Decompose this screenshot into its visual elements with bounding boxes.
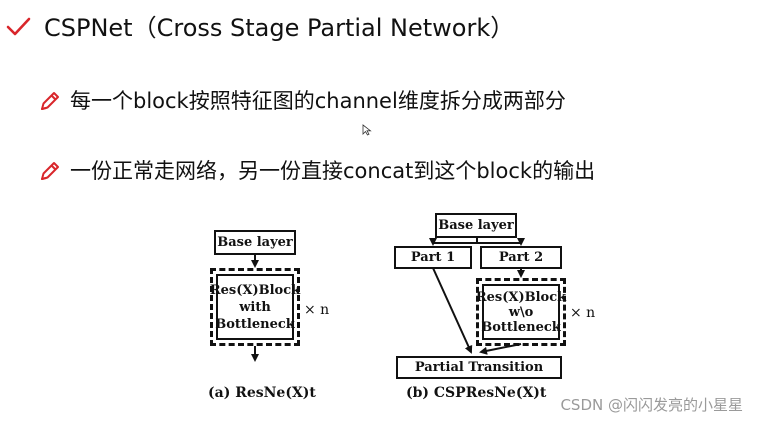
csdn-watermark: CSDN @闪闪发亮的小星星 (560, 396, 743, 414)
diagram-b-res-block: Res(X)Block w\o Bottleneck (476, 284, 566, 340)
diagram-b-part2: Part 2 (480, 246, 562, 269)
diagram-b-transition-label: Partial Transition (414, 360, 544, 375)
slide-title: CSPNet（Cross Stage Partial Network） (44, 14, 515, 42)
diagram-a-block-line1: Res(X)Block (209, 282, 301, 298)
bullet-text-1: 每一个block按照特征图的channel维度拆分成两部分 (70, 89, 566, 113)
diagram-b-dashed-group (476, 278, 566, 346)
diagram-a-res-block: Res(X)Block with Bottleneck (210, 274, 300, 340)
diagram-a-block-line2: with (239, 299, 271, 315)
diagram-b-block-line1: Res(X)Block (475, 289, 567, 305)
diagram-b-base-label: Base layer (438, 218, 514, 233)
diagram-b-partial-transition: Partial Transition (396, 356, 562, 379)
diagram-a-block-line3: Bottleneck (215, 316, 295, 332)
diagram-a-base-layer: Base layer (214, 230, 296, 255)
diagram-b-part2-label: Part 2 (498, 250, 544, 265)
diagram-b-base-layer: Base layer (435, 213, 517, 238)
diagram-a-caption: (a) ResNe(X)t (208, 385, 316, 401)
diagram-b-repeat: × n (570, 305, 596, 321)
diagram-b-block-line3: Bottleneck (481, 319, 561, 335)
pencil-icon (41, 92, 59, 110)
diagram-b-caption: (b) CSPResNe(X)t (406, 385, 547, 401)
bullet-text-2: 一份正常走网络，另一份直接concat到这个block的输出 (70, 159, 596, 183)
pencil-icon (41, 162, 59, 180)
cursor-icon (362, 124, 372, 136)
diagram-b-block-line2: w\o (508, 304, 534, 320)
diagram-a-base-label: Base layer (217, 235, 293, 250)
diagram-b-part1: Part 1 (394, 246, 472, 269)
diagram-a-repeat: × n (304, 302, 330, 318)
checkmark-icon (6, 17, 31, 36)
diagram-b-part1-label: Part 1 (410, 250, 456, 265)
diagram-a-dashed-group (210, 268, 300, 346)
